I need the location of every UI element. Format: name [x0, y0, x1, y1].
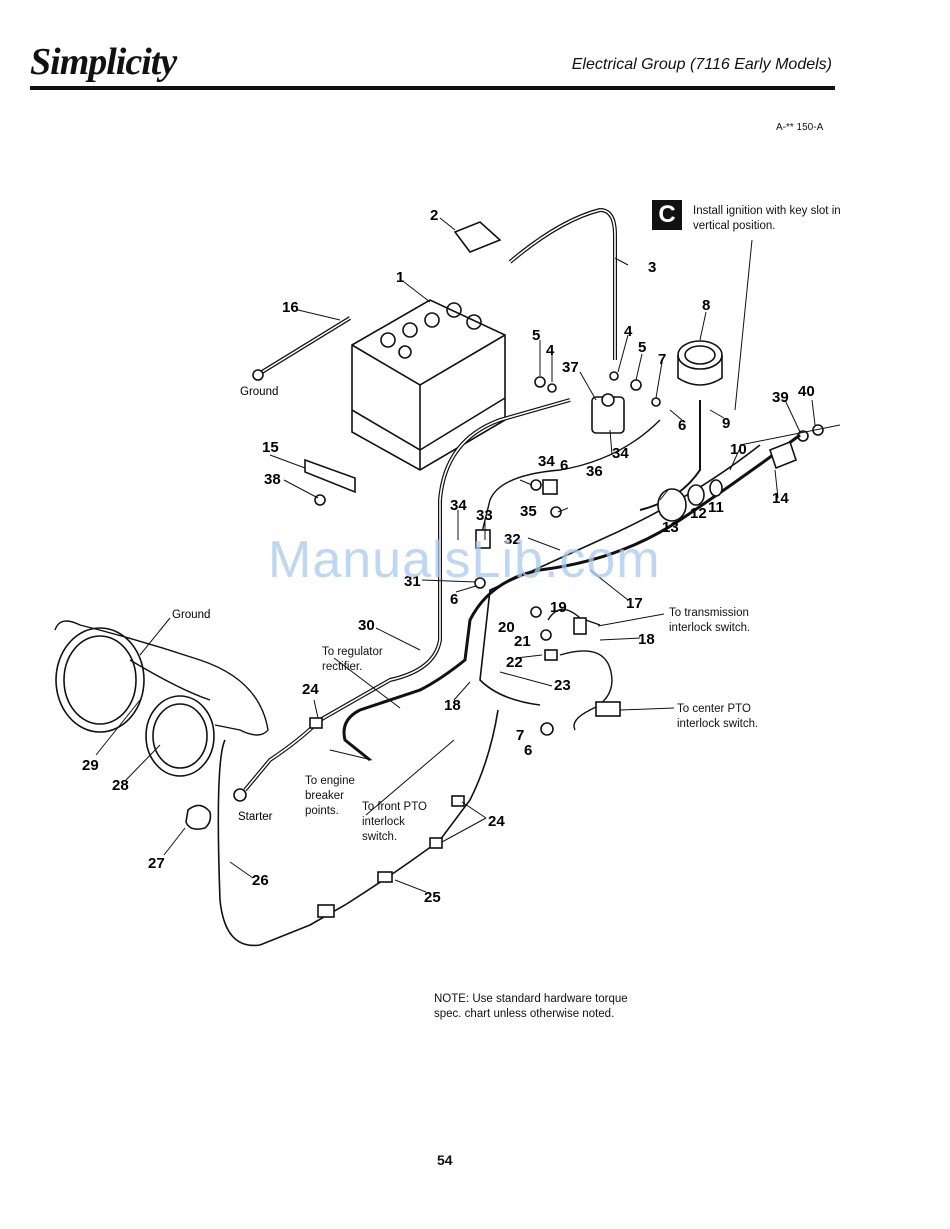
part-number-14: 14: [772, 490, 789, 507]
part-number-3: 3: [648, 259, 656, 276]
part-number-34: 34: [450, 497, 467, 514]
header-rule: [30, 86, 835, 90]
part-number-18: 18: [444, 697, 461, 714]
hardware-note: NOTE: Use standard hardware torque spec.…: [434, 993, 628, 1020]
part-number-10: 10: [730, 441, 747, 458]
part-number-2: 2: [430, 207, 438, 224]
part-number-34: 34: [538, 453, 555, 470]
part-number-34: 34: [612, 445, 629, 462]
part-number-33: 33: [476, 507, 493, 524]
part-number-6: 6: [524, 742, 532, 759]
part-number-1: 1: [396, 269, 404, 286]
ground-label-battery: Ground: [240, 386, 278, 398]
starter-label: Starter: [238, 811, 273, 823]
part-number-16: 16: [282, 299, 299, 316]
part-number-15: 15: [262, 439, 279, 456]
part-number-28: 28: [112, 777, 129, 794]
part-number-11: 11: [708, 499, 724, 516]
terminal-cover: [453, 221, 502, 253]
part-number-4: 4: [624, 323, 633, 340]
label-to-transmission: To transmission interlock switch.: [669, 607, 751, 634]
label-to-center-pto: To center PTO interlock switch.: [677, 703, 759, 730]
headlight-left: [55, 627, 145, 733]
part-number-18: 18: [638, 631, 655, 648]
part-number-12: 12: [690, 505, 707, 522]
part-number-9: 9: [722, 415, 730, 432]
light-bulb: [185, 804, 212, 830]
label-to-engine: To engine breaker points.: [305, 775, 355, 817]
label-to-front-pto: To front PTO interlock switch.: [362, 801, 427, 843]
ignition-switch: [657, 479, 723, 522]
part-number-32: 32: [504, 531, 521, 548]
part-number-39: 39: [772, 389, 789, 406]
battery-cable: [508, 207, 617, 360]
part-number-24: 24: [488, 813, 505, 830]
battery-bracket: [304, 458, 356, 494]
part-number-31: 31: [404, 573, 421, 590]
part-number-36: 36: [586, 463, 603, 480]
part-number-37: 37: [562, 359, 579, 376]
center-pto-harness: [559, 650, 613, 731]
part-number-22: 22: [506, 654, 523, 671]
part-number-7: 7: [516, 727, 524, 744]
part-number-24: 24: [302, 681, 319, 698]
label-to-regulator: To regulator rectifier.: [322, 646, 383, 673]
part-number-17: 17: [626, 595, 643, 612]
part-number-35: 35: [520, 503, 537, 520]
part-number-5: 5: [638, 339, 646, 356]
callout-c-badge: C: [652, 200, 682, 230]
light-switch: [769, 440, 797, 470]
part-number-5: 5: [532, 327, 540, 344]
part-number-23: 23: [554, 677, 571, 694]
part-number-6: 6: [678, 417, 686, 434]
part-number-30: 30: [358, 617, 375, 634]
diagram-reference-code: A-** 150-A: [776, 122, 824, 133]
part-number-4: 4: [546, 342, 555, 359]
rear-harness: [217, 709, 499, 947]
part-number-13: 13: [662, 519, 679, 536]
ground-label-headlights: Ground: [172, 609, 210, 621]
watermark: ManualsLib.com: [268, 531, 661, 589]
part-number-27: 27: [148, 855, 165, 872]
brand-logo: Simplicity: [30, 41, 177, 83]
part-number-6: 6: [450, 591, 458, 608]
page-number: 54: [437, 1152, 453, 1168]
part-number-29: 29: [82, 757, 99, 774]
part-number-40: 40: [798, 383, 815, 400]
battery-illustration: [351, 299, 506, 471]
part-number-25: 25: [424, 889, 441, 906]
part-number-38: 38: [264, 471, 281, 488]
ammeter-gauge: [677, 340, 723, 386]
ignition-install-note: Install ignition with key slot in vertic…: [693, 205, 841, 232]
harness-connector: [377, 871, 393, 883]
part-number-6: 6: [560, 457, 568, 474]
starter-solenoid: [591, 393, 625, 434]
headlight-harness: [54, 620, 269, 736]
part-number-26: 26: [252, 872, 269, 889]
part-number-19: 19: [550, 599, 567, 616]
part-number-8: 8: [702, 297, 710, 314]
part-number-7: 7: [658, 351, 666, 368]
part-number-20: 20: [498, 619, 515, 636]
page-title: Electrical Group (7116 Early Models): [571, 56, 832, 73]
headlight-right: [145, 695, 215, 777]
part-number-21: 21: [514, 633, 531, 650]
